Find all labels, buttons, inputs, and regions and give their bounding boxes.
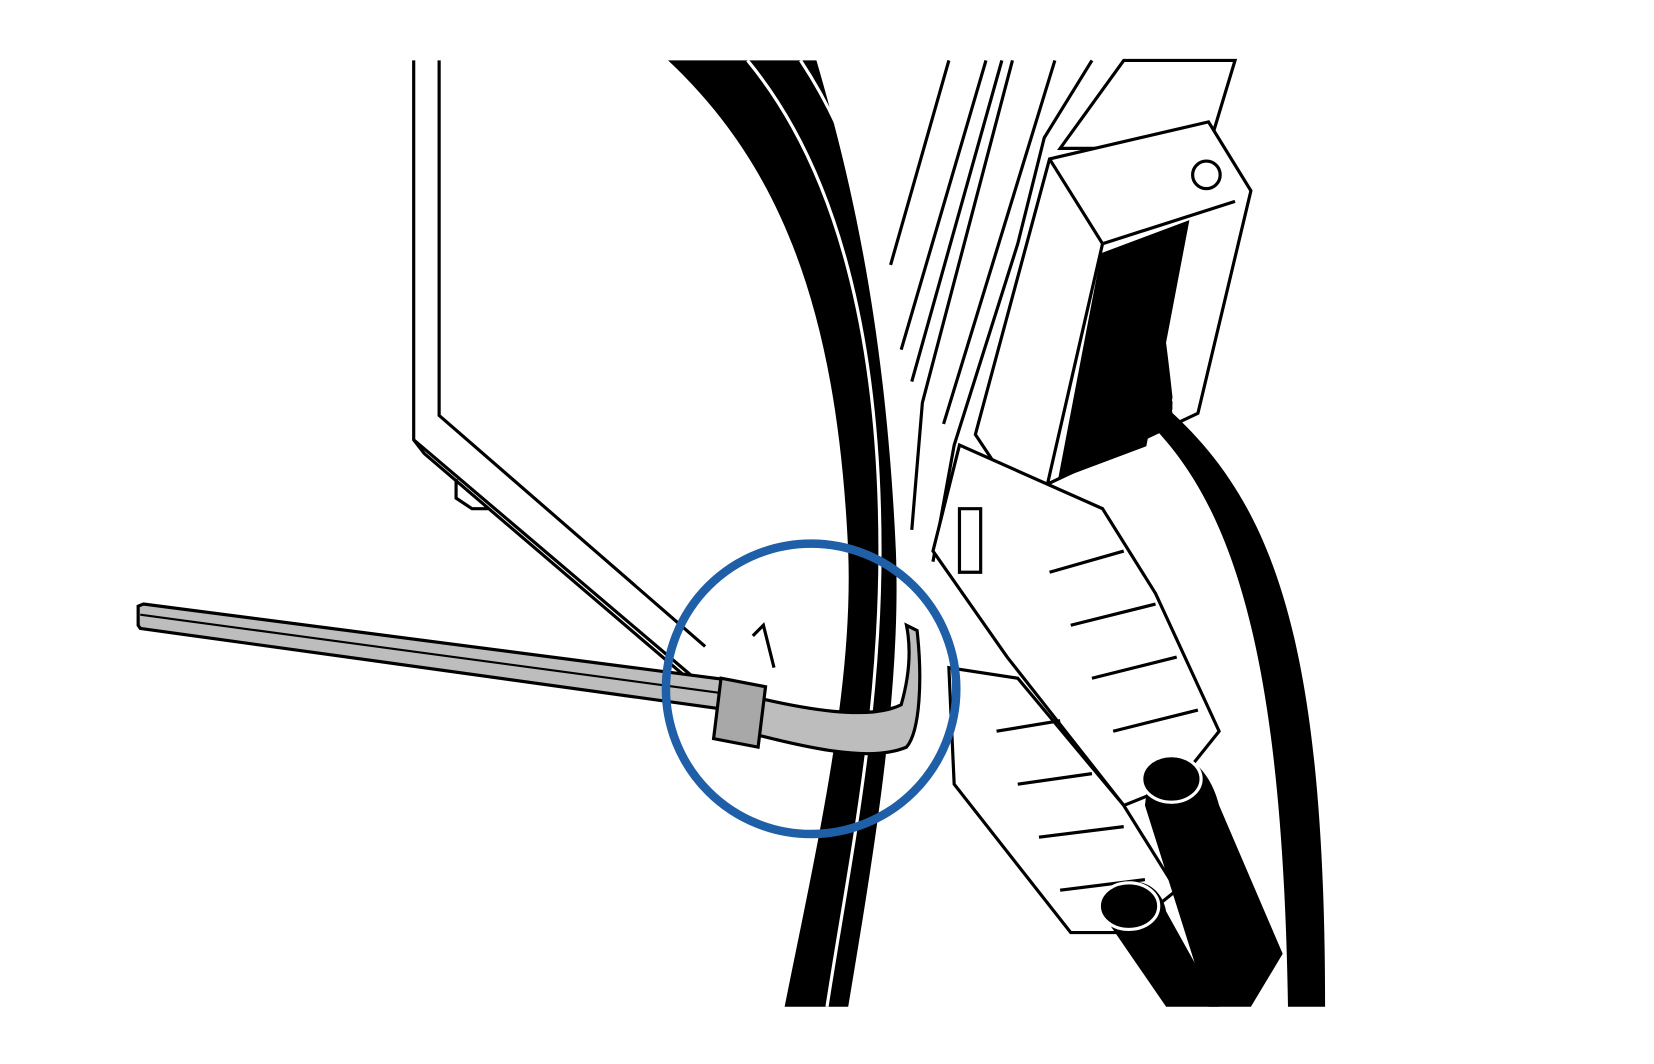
power-cable [1155,402,1326,1007]
door-frame [412,60,707,691]
main-cable [668,59,909,1008]
rj45-connectors [931,442,1221,935]
pdu-wires [1064,242,1173,468]
network-cables [1097,754,1283,1007]
pdu-panel [973,58,1253,501]
highlight-circle-icon [661,539,961,839]
rack-rail [889,59,1094,562]
cable-tie-icon [136,602,922,756]
